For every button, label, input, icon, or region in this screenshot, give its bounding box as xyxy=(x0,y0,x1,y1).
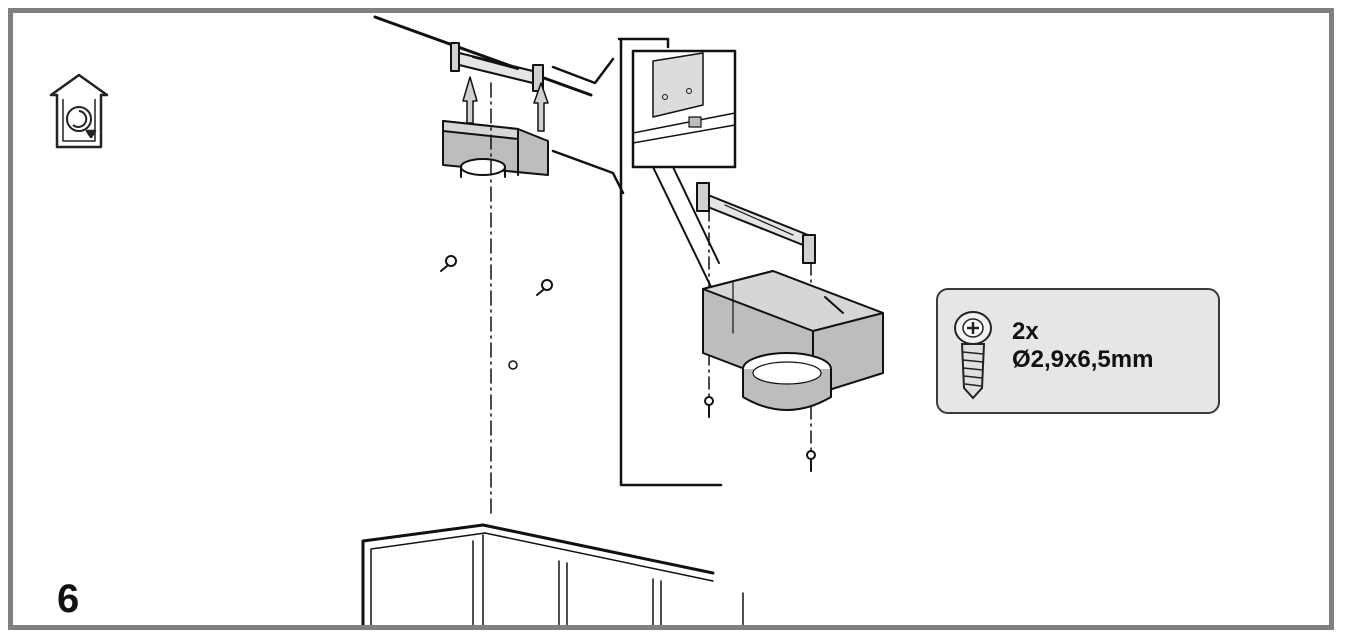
screw-quantity: 2x xyxy=(1012,318,1039,345)
loose-screw xyxy=(440,255,457,272)
hood-chimney xyxy=(361,523,744,625)
detail-screw xyxy=(806,450,816,472)
duct-adapter xyxy=(442,120,549,178)
screw-size: Ø2,9x6,5mm xyxy=(1012,346,1154,373)
assembly-diagram xyxy=(361,15,884,625)
magnified-inset xyxy=(631,49,737,292)
detail-bracket xyxy=(696,182,816,264)
ceiling-line xyxy=(373,15,593,97)
loose-screw xyxy=(536,279,553,296)
detail-screw xyxy=(704,396,714,418)
recirculation-house-icon xyxy=(49,73,109,149)
screw-icon xyxy=(954,311,992,400)
instruction-panel: 6 2x Ø2,9x6,5mm xyxy=(8,8,1334,630)
lift-arrows xyxy=(462,76,549,132)
screw-hole xyxy=(508,360,518,370)
screw-spec-callout: 2x Ø2,9x6,5mm xyxy=(936,288,1220,414)
detail-leader xyxy=(551,37,670,195)
step-number: 6 xyxy=(57,577,80,621)
detail-frame xyxy=(619,37,723,487)
detail-duct-adapter xyxy=(702,270,884,411)
